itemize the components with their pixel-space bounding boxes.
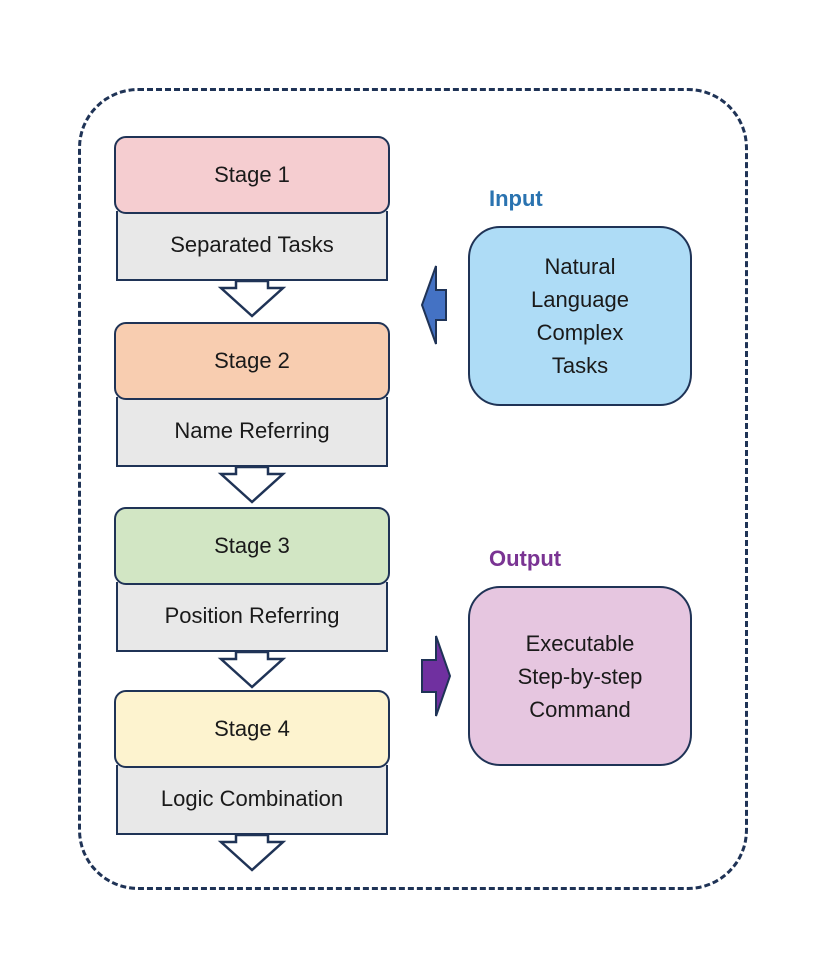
stage-4-box: Stage 4 — [114, 690, 390, 768]
output-text: Executable Step-by-step Command — [517, 630, 643, 722]
dashed-frame — [78, 88, 748, 890]
stage-2-box: Stage 2 — [114, 322, 390, 400]
input-box: Natural Language Complex Tasks — [468, 226, 692, 406]
stage-1-box: Stage 1 — [114, 136, 390, 214]
stage-4-task-box: Logic Combination — [116, 765, 388, 835]
stage-3-box: Stage 3 — [114, 507, 390, 585]
stage-3-task-box: Position Referring — [116, 582, 388, 652]
output-box: Executable Step-by-step Command — [468, 586, 692, 766]
output-title: Output — [489, 546, 562, 571]
stage-3-task-label: Position Referring — [164, 603, 340, 628]
stage-2-task-box: Name Referring — [116, 397, 388, 467]
stage-4-label: Stage 4 — [214, 716, 290, 741]
input-title: Input — [489, 186, 543, 211]
stage-2-task-label: Name Referring — [174, 418, 330, 443]
stage-1-label: Stage 1 — [214, 162, 290, 187]
input-arrow — [420, 265, 447, 345]
input-text: Natural Language Complex Tasks — [531, 254, 629, 378]
output-arrow — [421, 635, 452, 717]
stage-4-task-label: Logic Combination — [160, 786, 344, 811]
down-arrow-4 — [217, 833, 287, 872]
stage-1-task-label: Separated Tasks — [170, 232, 334, 257]
down-arrow-1 — [217, 279, 287, 318]
down-arrow-3 — [217, 650, 287, 689]
stage-1-task-box: Separated Tasks — [116, 211, 388, 281]
down-arrow-2 — [217, 465, 287, 504]
stage-2-label: Stage 2 — [214, 348, 290, 373]
stage-3-label: Stage 3 — [214, 533, 290, 558]
